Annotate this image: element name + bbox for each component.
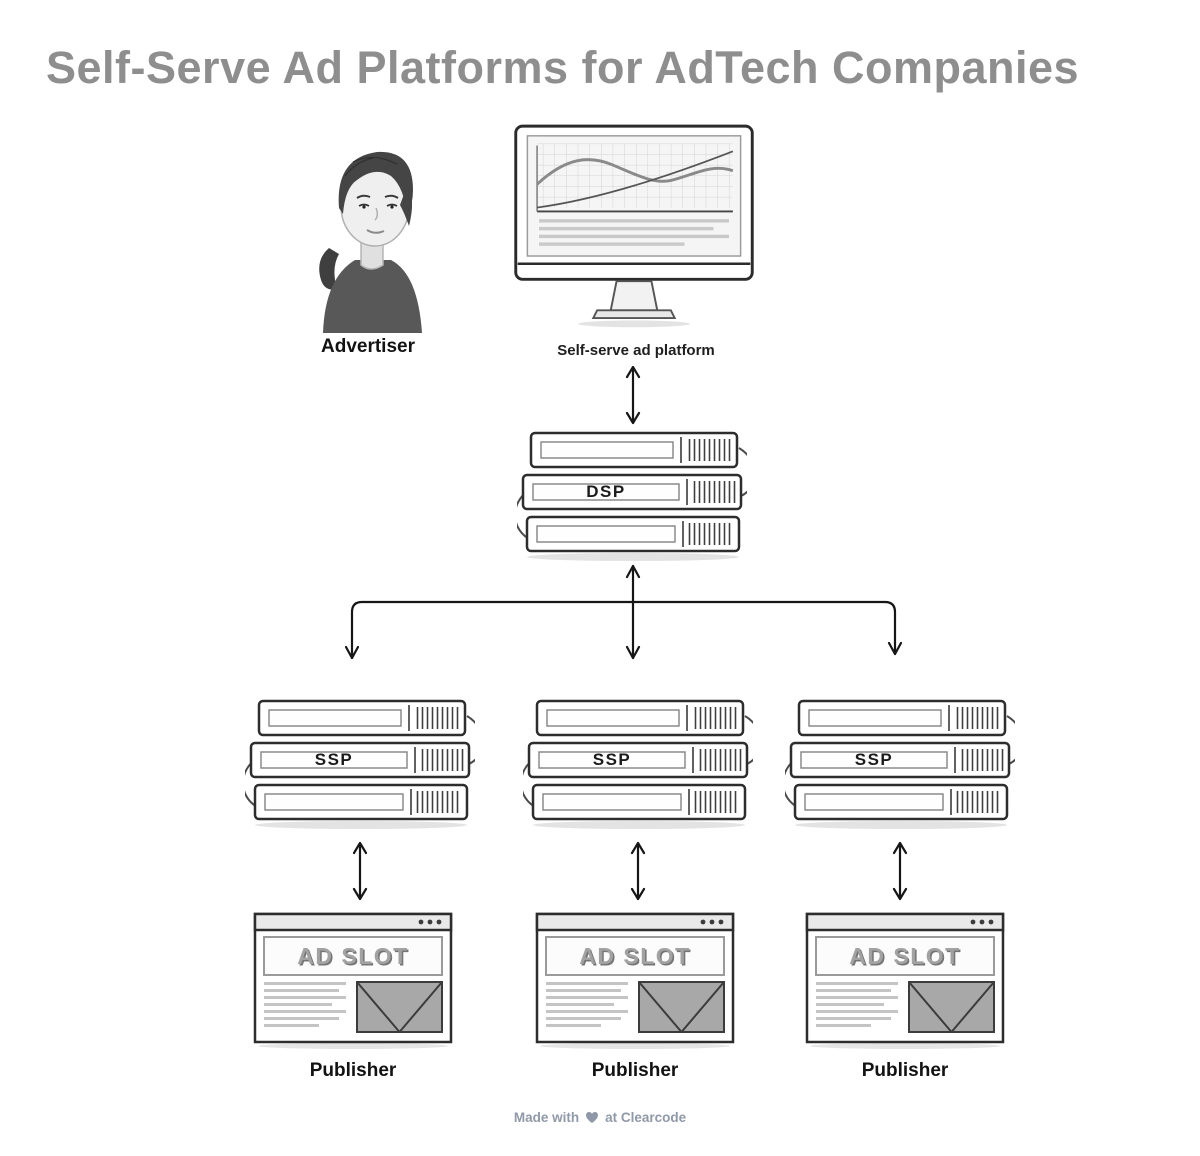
arrow-ssp-publisher-icon	[890, 840, 910, 902]
ad-slot-label: AD SLOT	[849, 942, 961, 969]
ssp-label: SSP	[314, 750, 354, 769]
ssp-label: SSP	[592, 750, 632, 769]
publisher-browser-icon: AD SLOT	[805, 912, 1005, 1051]
arrow-platform-dsp-icon	[623, 364, 643, 426]
heart-icon	[586, 1112, 599, 1123]
self-serve-platform-illustration	[508, 122, 760, 328]
footer-clearcode-text: at Clearcode	[605, 1110, 687, 1125]
arrow-ssp-publisher-icon	[350, 840, 370, 902]
ad-slot-label: AD SLOT	[579, 942, 691, 969]
dsp-to-ssp-connector-icon	[300, 556, 950, 671]
page-title: Self-Serve Ad Platforms for AdTech Compa…	[46, 42, 1080, 93]
ssp-server-stack-icon: SSP	[241, 698, 485, 831]
ssp-server-stack-icon: SSP	[781, 698, 1025, 831]
advertiser-illustration	[295, 128, 445, 333]
ad-slot-label: AD SLOT	[297, 942, 409, 969]
publisher-label: Publisher	[591, 1060, 679, 1081]
footer-credit: Made with at Clearcode	[0, 1110, 1200, 1125]
monitor-icon	[514, 124, 754, 328]
publisher-label: Publisher	[861, 1060, 949, 1081]
dsp-label: DSP	[586, 482, 626, 501]
publisher-label: Publisher	[309, 1060, 397, 1081]
advertiser-person-icon	[319, 151, 422, 333]
arrow-ssp-publisher-icon	[628, 840, 648, 902]
advertiser-label: Advertiser	[321, 336, 415, 357]
publisher-browser-icon: AD SLOT	[253, 912, 453, 1051]
platform-label: Self-serve ad platform	[557, 342, 715, 359]
ssp-server-stack-icon: SSP	[519, 698, 763, 831]
publisher-browser-icon: AD SLOT	[535, 912, 735, 1051]
ssp-label: SSP	[854, 750, 894, 769]
dsp-server-stack-icon: DSP	[513, 430, 757, 563]
footer-made-with-text: Made with	[513, 1110, 580, 1125]
